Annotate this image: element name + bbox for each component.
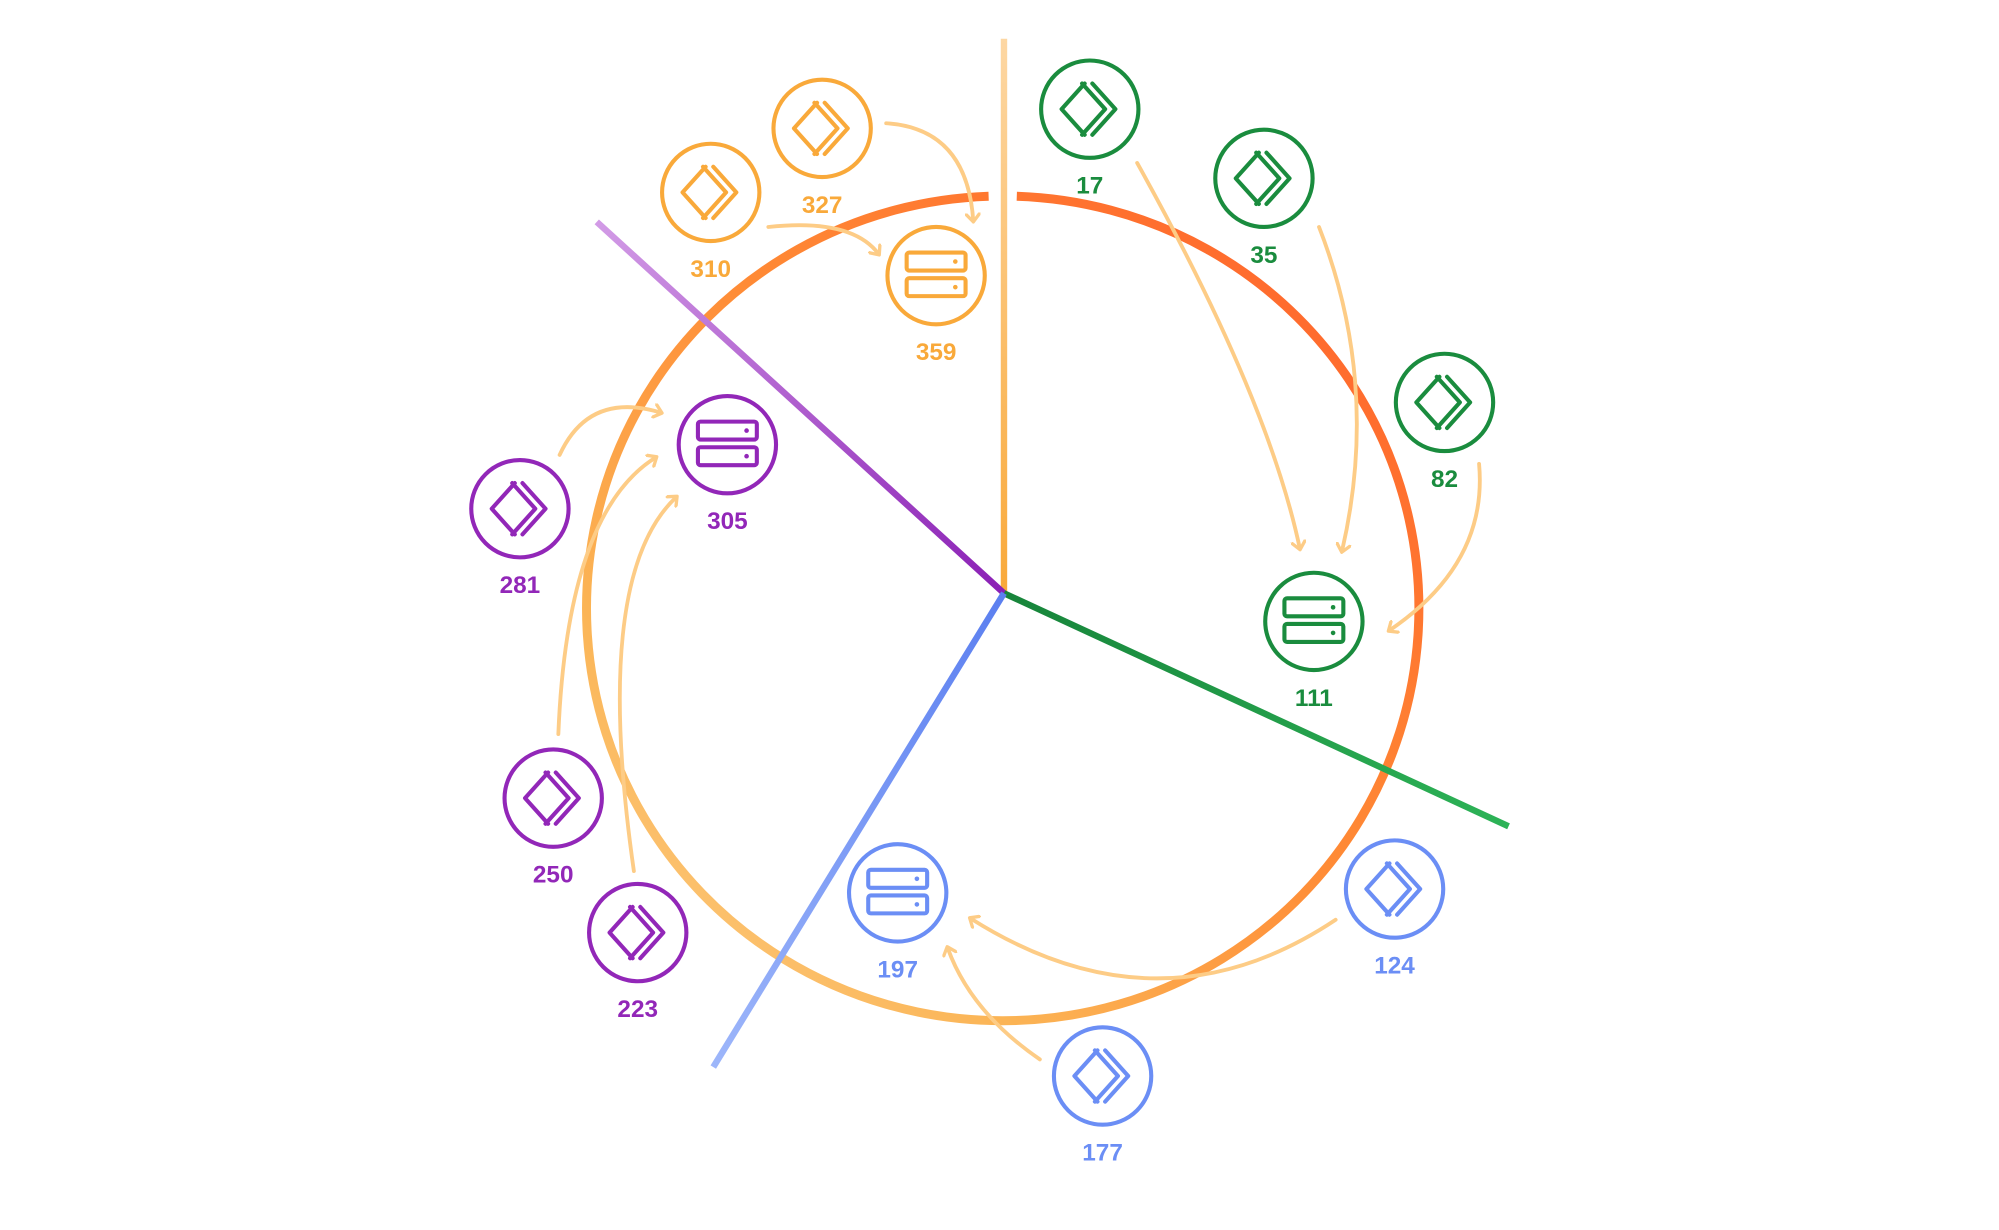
server-node-circle	[885, 224, 987, 327]
server-icon	[695, 419, 759, 468]
arrow-281-to-305	[557, 407, 661, 457]
client-node-circle	[1213, 127, 1315, 230]
client-icon	[607, 904, 666, 961]
client-node-circle	[502, 747, 604, 849]
client-arrows	[556, 121, 1482, 1062]
client-node-327[interactable]: 327	[771, 77, 873, 219]
client-node-circle	[469, 457, 571, 560]
client-node-circle	[771, 77, 873, 180]
arrow-310-to-359	[766, 223, 878, 254]
client-node-17[interactable]: 17	[1039, 58, 1141, 200]
client-label: 17	[1076, 173, 1103, 200]
hash-ring	[582, 191, 1424, 1026]
server-node-circle	[676, 393, 779, 496]
client-node-223[interactable]: 223	[587, 881, 689, 1023]
partition-line-purple	[594, 219, 1007, 596]
partition-line-blue	[710, 591, 1007, 1069]
server-icon	[866, 867, 930, 916]
client-node-177[interactable]: 177	[1051, 1025, 1154, 1167]
client-node-82[interactable]: 82	[1393, 351, 1496, 493]
server-icon	[1282, 596, 1346, 644]
server-node-circle	[1263, 570, 1365, 673]
server-label: 111	[1295, 685, 1333, 712]
arrow-223-to-305	[617, 497, 676, 874]
client-node-circle	[587, 881, 689, 984]
client-icon	[680, 164, 739, 221]
server-icon	[904, 250, 968, 299]
client-label: 310	[690, 256, 731, 283]
nodes: 359 305 111 197 327 310 17 35 82 281 250 223 124 177	[469, 58, 1496, 1167]
server-node-359[interactable]: 359	[885, 224, 987, 366]
client-icon	[1072, 1048, 1131, 1104]
server-label: 359	[916, 339, 957, 366]
client-icon	[489, 481, 548, 537]
client-label: 327	[802, 192, 843, 219]
client-node-circle	[1343, 838, 1446, 940]
client-icon	[1059, 81, 1118, 137]
client-icon	[1414, 374, 1473, 431]
client-node-281[interactable]: 281	[469, 457, 571, 599]
client-node-124[interactable]: 124	[1343, 838, 1446, 980]
partition-lines	[594, 38, 1510, 1069]
client-icon	[791, 100, 850, 157]
client-label: 35	[1250, 242, 1277, 269]
server-label: 305	[707, 508, 748, 535]
client-icon	[522, 770, 581, 826]
client-label: 281	[500, 572, 541, 599]
server-node-111[interactable]: 111	[1263, 570, 1365, 712]
client-label: 124	[1374, 953, 1415, 980]
server-node-197[interactable]: 197	[846, 842, 949, 983]
client-node-circle	[1051, 1025, 1154, 1127]
client-icon	[1233, 150, 1292, 206]
arrow-35-to-111	[1317, 225, 1359, 551]
client-node-250[interactable]: 250	[502, 747, 604, 889]
client-node-circle	[1393, 351, 1496, 454]
arrow-17-to-111	[1135, 161, 1300, 548]
arrow-250-to-305	[556, 457, 655, 737]
arrow-82-to-111	[1389, 461, 1482, 630]
client-label: 82	[1431, 466, 1458, 493]
client-icon	[1364, 861, 1423, 917]
arrow-177-to-197	[948, 948, 1042, 1062]
client-label: 250	[533, 862, 574, 889]
arrow-124-to-197	[971, 918, 1338, 981]
server-label: 197	[877, 956, 918, 983]
client-label: 177	[1082, 1140, 1123, 1167]
partition-line-green	[1002, 590, 1510, 830]
server-node-circle	[846, 842, 949, 944]
server-node-305[interactable]: 305	[676, 393, 779, 535]
client-label: 223	[617, 996, 658, 1023]
client-node-35[interactable]: 35	[1213, 127, 1315, 269]
arrow-327-to-359	[884, 121, 973, 220]
client-node-310[interactable]: 310	[660, 141, 762, 283]
client-node-circle	[660, 141, 762, 244]
client-node-circle	[1039, 58, 1141, 160]
